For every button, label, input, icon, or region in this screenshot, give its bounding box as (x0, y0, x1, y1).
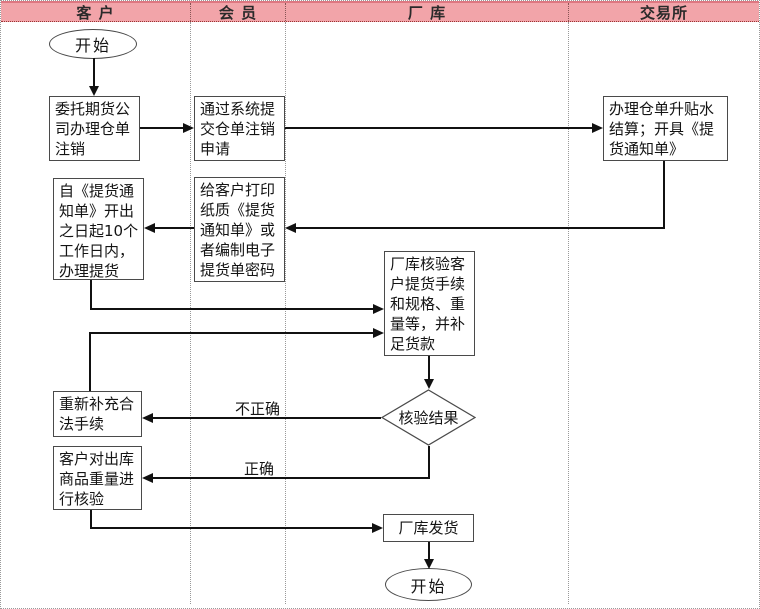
arrowhead-icon (372, 523, 383, 533)
edge-line (428, 356, 430, 380)
lane-label: 厂 库 (407, 3, 447, 22)
lane-separator (285, 22, 286, 604)
edge-line (153, 417, 381, 419)
submit-cancellation-box: 通过系统提 交仓单注销 申请 (194, 96, 285, 161)
resupply-procedures-box: 重新补充合 法手续 (53, 391, 142, 437)
arrowhead-icon (592, 123, 603, 133)
edge-line (140, 127, 184, 129)
edge-label-incorrect: 不正确 (235, 400, 281, 418)
lane-header-warehouse: 厂 库 (285, 3, 568, 22)
arrowhead-icon (142, 413, 153, 423)
edge-line (153, 477, 430, 479)
edge-line (90, 280, 92, 310)
edge-line (89, 332, 91, 391)
arrowhead-icon (285, 223, 296, 233)
edge-line (663, 161, 665, 228)
lane-header-member: 会 员 (190, 3, 285, 22)
edge-line (89, 332, 374, 334)
pickup-within-10-days-box: 自《提货通 知单》开出 之日起10个 工作日内， 办理提货 (53, 178, 144, 280)
lane-separator (190, 22, 191, 604)
verify-result-diamond: 核验结果 (380, 389, 477, 446)
arrowhead-icon (144, 223, 155, 233)
arrowhead-icon (373, 304, 384, 314)
edge-line (90, 510, 92, 529)
edge-line (90, 527, 373, 529)
exchange-settlement-box: 办理仓单升贴水 结算；开具《提 货通知单》 (603, 96, 728, 161)
start-terminator: 开始 (49, 29, 137, 59)
arrowhead-icon (89, 86, 99, 96)
lane-header-exchange: 交易所 (568, 3, 759, 22)
entrust-cancellation-box: 委托期货公 司办理仓单 注销 (49, 96, 140, 161)
edge-line (296, 227, 665, 229)
lane-label: 客 户 (76, 3, 115, 22)
arrowhead-icon (424, 379, 434, 389)
diamond-label: 核验结果 (398, 409, 459, 427)
customer-weight-check-box: 客户对出库 商品重量进 行核验 (53, 446, 142, 510)
warehouse-ship-box: 厂库发货 (383, 514, 474, 542)
end-terminator: 开始 (385, 568, 472, 601)
edge-line (155, 227, 194, 229)
warehouse-verify-box: 厂库核验客 户提货手续 和规格、重 量等，并补 足货款 (384, 251, 475, 356)
arrowhead-icon (183, 123, 194, 133)
lane-label: 会 员 (218, 3, 258, 22)
lane-separator (568, 22, 569, 604)
edge-line (93, 58, 95, 88)
lane-label: 交易所 (639, 3, 688, 22)
swimlane-header: 客 户 会 员 厂 库 交易所 (1, 1, 759, 22)
arrowhead-icon (373, 328, 384, 338)
edge-line (428, 446, 430, 478)
edge-line (428, 542, 430, 560)
edge-line (90, 308, 374, 310)
arrowhead-icon (142, 473, 153, 483)
arrowhead-icon (424, 559, 434, 569)
edge-label-correct: 正确 (244, 460, 275, 478)
edge-line (285, 127, 593, 129)
print-notice-box: 给客户打印 纸质《提货 通知单》或 者编制电子 提货单密码 (194, 177, 285, 282)
diamond-shape (380, 389, 477, 446)
lane-header-customer: 客 户 (1, 3, 190, 22)
